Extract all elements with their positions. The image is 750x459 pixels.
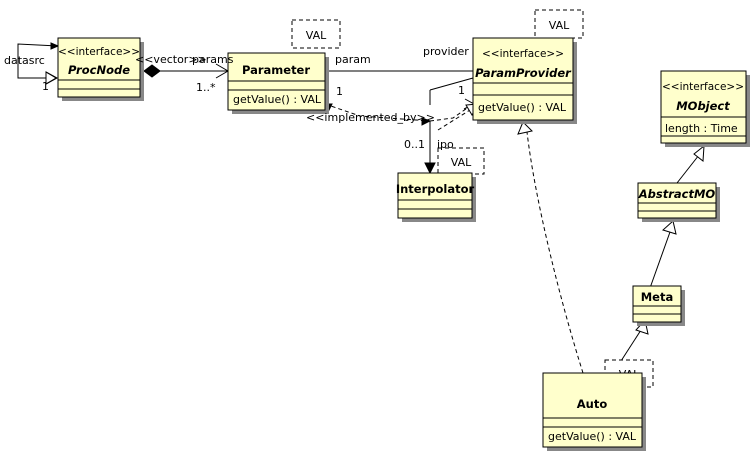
- edge-label-implemented-by: <<implemented_by>>: [306, 111, 435, 124]
- edge-interpolator-realizes-paramprovider: [437, 103, 479, 131]
- edge-mult-ipo: 0..1: [404, 138, 425, 151]
- class-name-paramprovider: ParamProvider: [475, 66, 572, 80]
- class-box-abstractmo[interactable]: AbstractMO: [637, 182, 720, 222]
- class-stereotype-paramprovider: <<interface>>: [482, 48, 564, 60]
- edge-auto-realizes-paramprovider: [517, 121, 584, 374]
- edge-mult-provider: 1: [458, 84, 465, 97]
- class-name-meta: Meta: [641, 290, 674, 304]
- edge-label-datasrc: datasrc: [4, 54, 45, 67]
- class-operation-paramprovider-getvalue: getValue() : VAL: [478, 101, 567, 114]
- class-stereotype-mobject: <<interface>>: [662, 81, 744, 93]
- edge-paramprovider-interpolator: [424, 77, 474, 175]
- class-box-parameter[interactable]: Parameter getValue() : VAL: [227, 52, 329, 114]
- template-label-parameter: VAL: [306, 29, 327, 42]
- template-box-paramprovider: VAL: [534, 9, 584, 39]
- template-label-interpolator: VAL: [451, 156, 472, 169]
- template-box-parameter: VAL: [291, 19, 341, 49]
- edge-meta-extends-abstractmo: [649, 220, 677, 289]
- edge-label-ipo: ipo: [437, 138, 454, 151]
- class-name-interpolator: Interpolator: [396, 182, 475, 196]
- edge-label-params: params: [192, 53, 234, 66]
- class-name-procnode: ProcNode: [68, 63, 130, 77]
- edge-procnode-parameter: [143, 63, 229, 79]
- edge-mult-param: 1: [336, 85, 343, 98]
- edge-datasrc-selfloop: [17, 42, 60, 85]
- class-box-paramprovider[interactable]: <<interface>> ParamProvider getValue() :…: [472, 37, 577, 124]
- class-name-parameter: Parameter: [242, 63, 310, 77]
- class-attribute-mobject-length: length : Time: [665, 122, 738, 135]
- class-operation-auto-getvalue: getValue() : VAL: [548, 430, 637, 443]
- class-name-auto: Auto: [577, 397, 608, 411]
- edge-mult-datasrc: 1: [42, 80, 49, 93]
- edge-auto-extends-meta: [620, 318, 649, 362]
- edge-abstractmo-extends-mobject: [676, 144, 705, 184]
- edge-label-provider: provider: [423, 45, 469, 58]
- edge-label-param: param: [335, 53, 371, 66]
- template-box-interpolator: VAL: [437, 147, 485, 175]
- class-box-procnode[interactable]: <<interface>> ProcNode: [57, 37, 144, 101]
- class-box-mobject[interactable]: <<interface>> MObject length : Time: [660, 70, 750, 147]
- template-label-paramprovider: VAL: [549, 19, 570, 32]
- class-name-mobject: MObject: [676, 99, 730, 113]
- class-name-abstractmo: AbstractMO: [638, 187, 716, 201]
- edge-mult-params: 1..*: [196, 81, 216, 94]
- class-stereotype-procnode: <<interface>>: [58, 46, 140, 58]
- class-box-meta[interactable]: Meta: [632, 285, 685, 326]
- class-box-auto[interactable]: Auto getValue() : VAL: [542, 372, 646, 451]
- edge-label-vector-stereotype: <<vector>>: [135, 53, 207, 66]
- class-box-interpolator[interactable]: Interpolator: [396, 172, 476, 222]
- class-operation-parameter-getvalue: getValue() : VAL: [233, 93, 322, 106]
